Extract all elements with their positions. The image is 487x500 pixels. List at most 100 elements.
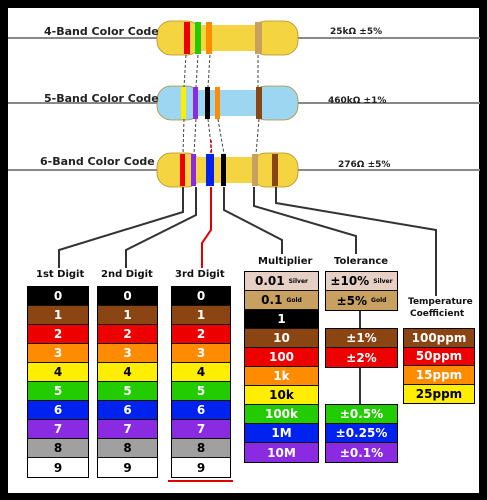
header-temp-line1: Temperature <box>408 297 473 307</box>
digit2-value: 5 <box>123 384 132 398</box>
tolerance-value: ±5% <box>336 293 368 308</box>
tolerance-value: ±0.25% <box>335 426 388 440</box>
multiplier-tag: Gold <box>286 296 302 304</box>
digit2-cell: 4 <box>98 363 157 382</box>
tempco-value: 50ppm <box>415 349 463 364</box>
resistor-6band-band-5 <box>252 154 258 186</box>
digit2-value: 0 <box>123 289 132 303</box>
digit3-value: 3 <box>196 346 206 360</box>
resistor-4band-band-3 <box>206 22 212 54</box>
connector-tolerance <box>253 187 357 254</box>
header-temp-line2: Coefficient <box>410 309 465 319</box>
multiplier-value: 100k <box>264 407 299 421</box>
header-tolerance: Tolerance <box>334 256 389 267</box>
digit1-value: 9 <box>53 460 63 475</box>
digit3-cell: 5 <box>172 382 230 401</box>
digit1-value: 5 <box>53 384 63 398</box>
digit1-value: 8 <box>53 441 63 455</box>
multiplier-value: 100 <box>268 350 295 364</box>
digit1-cell: 8 <box>28 439 88 458</box>
multiplier-value: 1M <box>271 426 292 440</box>
tempco-cell: 15ppm <box>404 366 474 385</box>
multiplier-cell: 100k <box>245 405 318 424</box>
digit3-cell: 2 <box>172 325 230 344</box>
guide-line-2 <box>195 54 199 88</box>
resistor-5band-band-2 <box>193 87 198 119</box>
tolerance-value: ±0.5% <box>339 407 384 421</box>
digit3-value: 0 <box>196 289 206 303</box>
resistor-4band-band-1 <box>184 22 190 54</box>
digit3-cell: 9 <box>172 458 230 477</box>
tolerance-column-mid: ±1%±2% <box>325 328 398 368</box>
header-digit1: 1st Digit <box>36 269 85 280</box>
tempco-value: 25ppm <box>415 386 463 401</box>
digit2-value: 6 <box>123 403 132 417</box>
digit3-cell: 0 <box>172 287 230 306</box>
digit3-value: 5 <box>196 384 206 398</box>
tolerance-tag: Gold <box>371 297 387 304</box>
multiplier-cell: 1M <box>245 424 318 443</box>
resistor-6band-band-1 <box>180 154 185 186</box>
multiplier-value: 10 <box>273 331 290 345</box>
digit2-cell: 8 <box>98 439 157 458</box>
digit3-value: 4 <box>196 365 206 379</box>
digit3-cell: 8 <box>172 439 230 458</box>
tempco-cell: 25ppm <box>404 384 474 403</box>
digit1-value: 0 <box>53 289 63 303</box>
tolerance-value: ±10% <box>330 274 370 288</box>
resistor-5band-band-1 <box>181 87 186 119</box>
tolerance-column-top: ±10%Silver ±5%Gold <box>325 271 398 311</box>
digit1-cell: 0 <box>28 287 88 306</box>
digit2-cell: 0 <box>98 287 157 306</box>
connector-multiplier <box>223 187 283 254</box>
digit1-cell: 1 <box>28 306 88 325</box>
digit3-value: 7 <box>196 422 206 436</box>
digit3-value: 9 <box>196 460 206 475</box>
digit2-cell: 9 <box>98 458 157 477</box>
digit2-value: 2 <box>123 327 132 341</box>
multiplier-cell: 10k <box>245 386 318 405</box>
digit3-cell: 4 <box>172 363 230 382</box>
guide-line-6 <box>193 118 197 155</box>
digit3-cell: 1 <box>172 306 230 325</box>
resistor-4band-band-4 <box>255 22 262 54</box>
digit2-cell: 6 <box>98 401 157 420</box>
digit2-cell: 5 <box>98 382 157 401</box>
tempco-value: 100ppm <box>411 330 467 345</box>
tolerance-cell: ±0.25% <box>326 424 397 443</box>
digit1-value: 1 <box>53 308 63 322</box>
label-5band: 5-Band Color Code <box>44 92 159 105</box>
resistor-6band-band-2 <box>191 154 196 186</box>
digit1-cell: 7 <box>28 420 88 439</box>
digit3-cell: 7 <box>172 420 230 439</box>
digit1-cell: 3 <box>28 344 88 363</box>
digit1-value: 4 <box>53 365 63 379</box>
guide-line-8 <box>217 118 225 155</box>
digit3-value: 6 <box>196 403 206 417</box>
multiplier-cell: 100 <box>245 348 318 367</box>
multiplier-value: 0.1 <box>261 293 283 307</box>
digit2-cell: 2 <box>98 325 157 344</box>
connector-digit3 <box>201 187 212 268</box>
digit2-value: 4 <box>123 365 132 379</box>
digit2-value: 7 <box>123 422 132 436</box>
guide-line-3 <box>207 54 211 88</box>
guide-line-7 <box>207 118 213 155</box>
multiplier-cell: 1 <box>245 310 318 329</box>
tolerance-tag: Silver <box>373 277 393 285</box>
resistor-6band-band-3 <box>206 154 214 186</box>
tolerance-cell: ±5%Gold <box>326 291 397 310</box>
tolerance-cell: ±0.1% <box>326 443 397 462</box>
resistor-5band-band-3 <box>205 87 210 119</box>
digit3-value: 8 <box>196 441 206 455</box>
multiplier-cell: 10M <box>245 443 318 462</box>
tolerance-value: ±1% <box>346 331 377 345</box>
value-5band: 460kΩ ±1% <box>328 96 387 106</box>
digit1-value: 6 <box>53 403 63 417</box>
